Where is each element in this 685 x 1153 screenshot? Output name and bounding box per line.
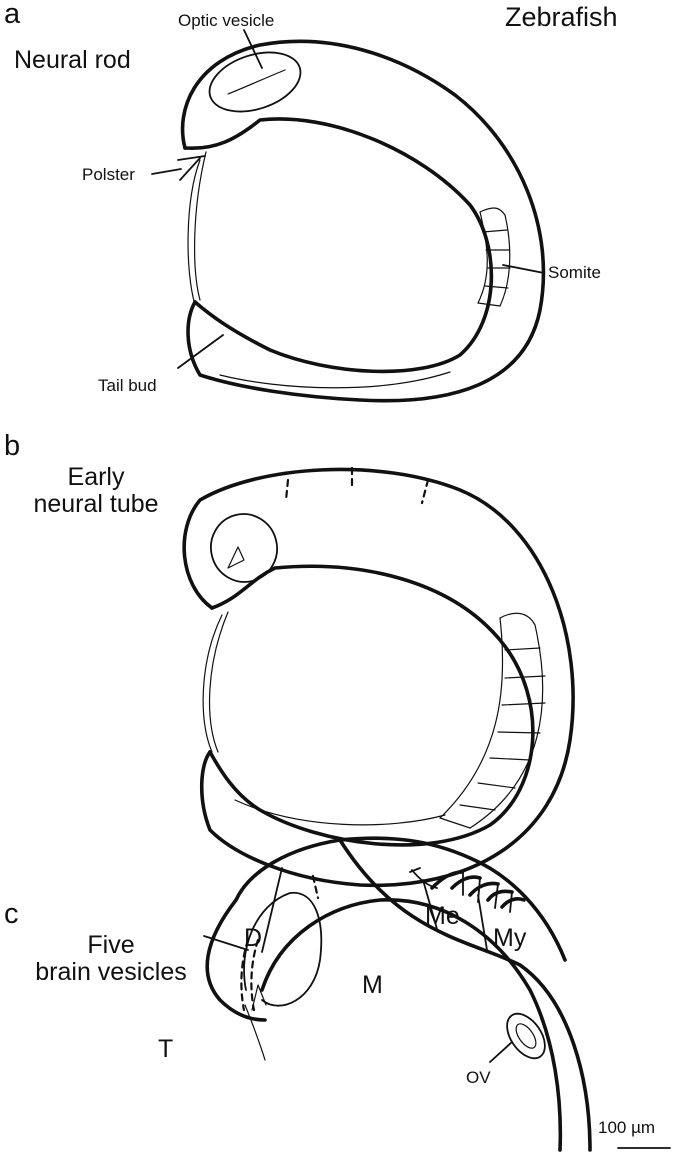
panel-b-letter: b: [4, 430, 21, 462]
label-my: My: [493, 924, 527, 952]
label-polster: Polster: [82, 165, 135, 184]
panel-a-letter: a: [4, 0, 21, 30]
panel-c-letter: c: [4, 898, 19, 930]
panel-c-stage: Five brain vesicles: [10, 932, 212, 986]
panel-c-drawing: [203, 836, 671, 1152]
panel-a-stage: Neural rod: [14, 46, 131, 74]
panel-c-stage-line2: brain vesicles: [35, 958, 187, 986]
panel-b-stage-line2: neural tube: [33, 490, 159, 518]
label-somite: Somite: [548, 263, 601, 282]
panel-b-drawing: [182, 466, 575, 888]
label-tail-bud: Tail bud: [98, 376, 157, 395]
scale-bar-label: 100 µm: [598, 1118, 656, 1137]
label-d: D: [244, 924, 263, 952]
panel-b-stage-line1: Early: [67, 463, 125, 491]
label-t: T: [158, 1035, 174, 1063]
figure-title: Zebrafish: [505, 2, 618, 32]
panel-c-stage-line1: Five: [87, 931, 135, 959]
label-m: M: [362, 971, 383, 999]
label-me: Me: [425, 902, 460, 930]
panel-a-drawing: [151, 29, 546, 403]
label-optic-vesicle: Optic vesicle: [178, 11, 275, 30]
panel-b-stage: Early neural tube: [12, 464, 180, 518]
label-ov: OV: [466, 1068, 491, 1087]
